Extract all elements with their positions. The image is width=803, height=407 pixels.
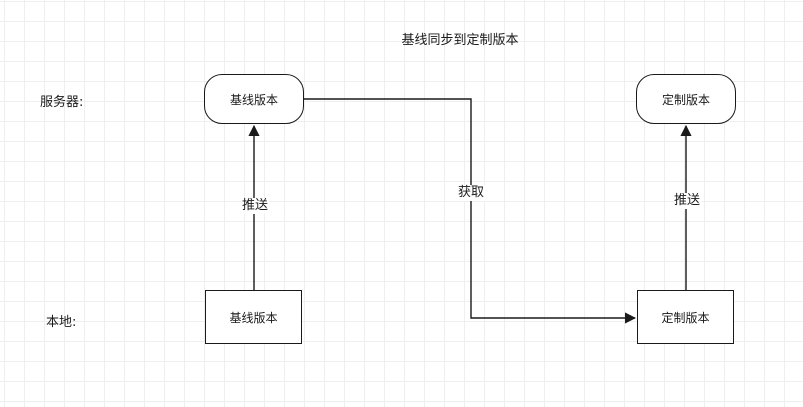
row-label-local: 本地:	[46, 315, 77, 330]
node-local-base-label: 基线版本	[229, 310, 278, 325]
edge-label-push-base: 推送	[241, 198, 270, 214]
node-server-custom[interactable]: 定制版本	[636, 74, 736, 124]
node-server-base[interactable]: 基线版本	[204, 74, 304, 124]
edge-fetch-line	[304, 98, 637, 324]
node-local-custom[interactable]: 定制版本	[637, 290, 734, 344]
node-server-custom-label: 定制版本	[661, 92, 710, 107]
node-local-base[interactable]: 基线版本	[205, 290, 302, 344]
diagram-title: 基线同步到定制版本	[401, 33, 519, 48]
node-local-custom-label: 定制版本	[661, 310, 710, 325]
row-label-server: 服务器:	[40, 95, 84, 110]
edge-label-fetch: 获取	[457, 185, 486, 201]
node-server-base-label: 基线版本	[229, 92, 278, 107]
edge-label-push-custom: 推送	[673, 193, 702, 209]
